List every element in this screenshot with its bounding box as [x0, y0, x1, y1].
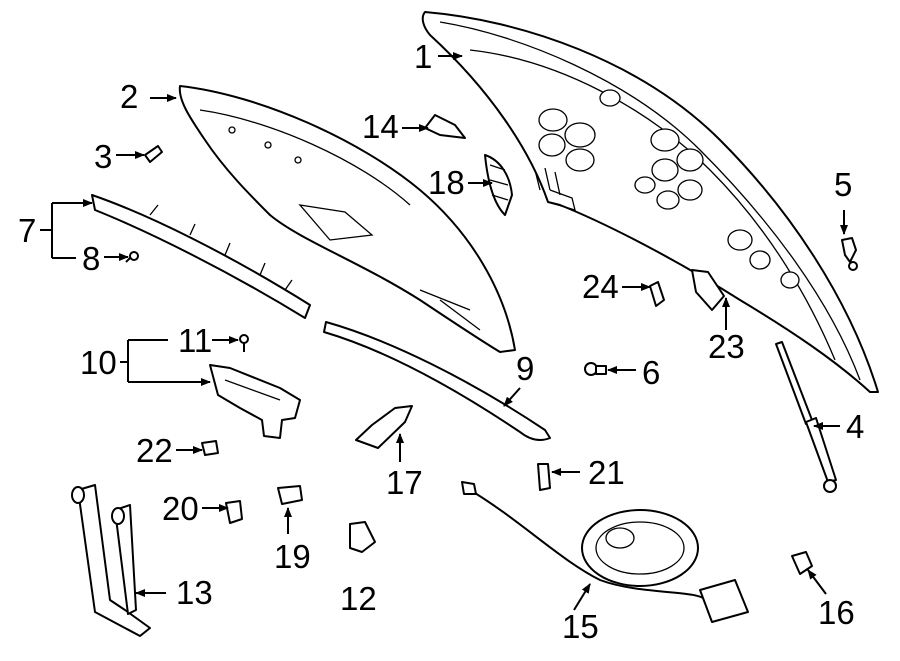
callout-16: 16: [807, 569, 855, 631]
clip-24: [649, 281, 665, 307]
callout-8: 8: [82, 240, 129, 277]
callout-19: 19: [274, 507, 311, 575]
callout-20: 20: [162, 490, 229, 527]
prop-rod: [71, 484, 151, 637]
callout-7: 7: [18, 199, 93, 259]
callout-14-label: 14: [362, 108, 399, 145]
callout-17-label: 17: [386, 464, 423, 501]
callout-9-arrow: [503, 387, 521, 407]
callout-21: 21: [551, 454, 625, 491]
bumper-23: [691, 269, 725, 311]
callout-5: 5: [834, 166, 852, 235]
weatherstrip: [323, 321, 551, 441]
callout-13-label: 13: [176, 574, 213, 611]
clip-16: [791, 551, 813, 575]
callout-23: 23: [708, 297, 745, 365]
callout-15: 15: [562, 583, 599, 645]
clip-19: [277, 485, 303, 505]
deflector-18: [484, 154, 513, 216]
hood-insulator: [178, 85, 516, 353]
callout-9: 9: [503, 350, 534, 407]
callout-5-label: 5: [834, 166, 852, 203]
callout-17: 17: [386, 433, 423, 501]
hood-panel: [421, 11, 879, 393]
callout-8-label: 8: [82, 240, 100, 277]
gas-strut: [775, 341, 837, 493]
callout-4: 4: [813, 408, 864, 445]
release-cable: [461, 481, 749, 623]
callout-10-bracket: [120, 339, 168, 382]
callout-1: 1: [414, 38, 463, 75]
callout-10-label: 10: [80, 344, 117, 381]
clip-21: [537, 463, 551, 491]
callout-12-label: 12: [340, 580, 377, 617]
callout-15-label: 15: [562, 608, 599, 645]
callout-22-label: 22: [136, 432, 173, 469]
callout-6-label: 6: [642, 354, 660, 391]
bumper-6: [584, 362, 607, 376]
callout-18: 18: [428, 164, 493, 201]
clip-22: [201, 440, 219, 456]
callout-11-label: 11: [178, 322, 212, 359]
callout-4-label: 4: [846, 408, 864, 445]
callout-24-label: 24: [582, 268, 619, 305]
latch-17: [355, 405, 413, 449]
callout-2-label: 2: [120, 78, 138, 115]
callout-2: 2: [120, 78, 177, 115]
callout-3-label: 3: [94, 138, 112, 175]
callout-10: 10: [80, 339, 211, 386]
clip-20: [225, 500, 243, 524]
callout-22: 22: [136, 432, 203, 469]
callout-7-bracket: [40, 203, 53, 258]
callout-20-label: 20: [162, 490, 199, 527]
clip-12: [349, 521, 376, 553]
callout-16-arrow: [807, 569, 827, 595]
callout-15-arrow: [573, 583, 591, 611]
callout-11: 11: [178, 322, 239, 359]
callout-16-label: 16: [818, 594, 855, 631]
hood-bracket-14: [424, 114, 466, 139]
callout-24: 24: [582, 268, 651, 305]
callout-7-label: 7: [18, 212, 36, 249]
callout-23-label: 23: [708, 328, 745, 365]
callout-12: 12: [340, 580, 377, 617]
callout-19-label: 19: [274, 538, 311, 575]
callout-6: 6: [607, 354, 660, 391]
callout-13: 13: [135, 574, 213, 611]
callout-9-label: 9: [516, 350, 534, 387]
callout-3: 3: [94, 138, 145, 175]
hood-hinge: [209, 364, 301, 439]
stud-5: [841, 237, 858, 271]
callout-21-label: 21: [588, 454, 625, 491]
callout-1-label: 1: [414, 38, 432, 75]
hood-seal-strip: [91, 194, 311, 319]
clip-3: [144, 145, 163, 163]
callout-18-label: 18: [428, 164, 465, 201]
pin-11: [239, 334, 249, 352]
callout-14: 14: [362, 108, 429, 145]
